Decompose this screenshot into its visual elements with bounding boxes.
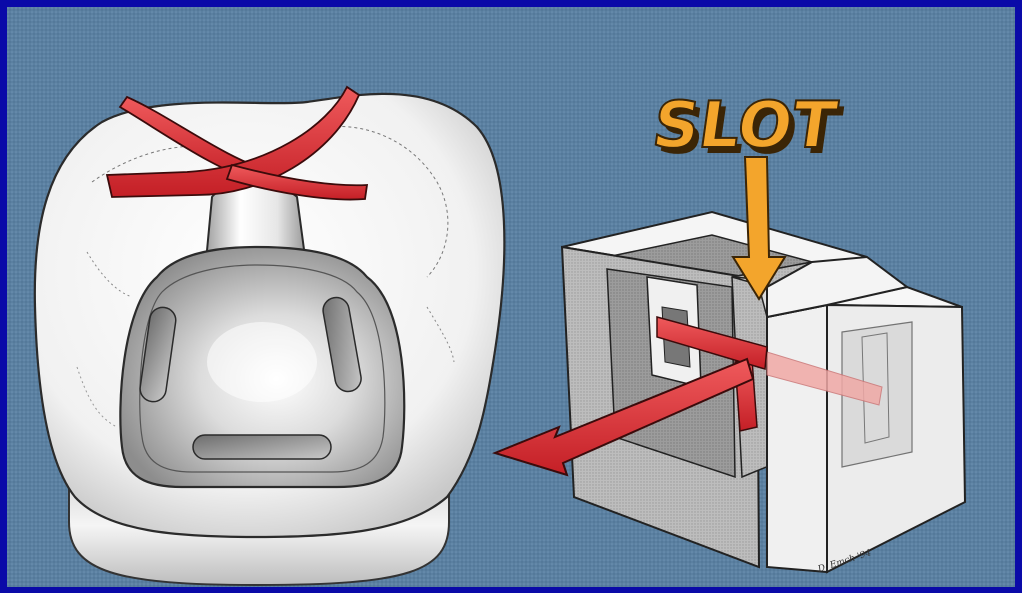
illustration-panel: D. Emch '94 SLOT SLOT (7, 7, 1015, 587)
illustration: D. Emch '94 SLOT SLOT (7, 7, 1015, 587)
tooth-illustration (35, 87, 505, 585)
slot-label-text: SLOT (648, 88, 841, 163)
bracket-groove-bottom (193, 435, 331, 459)
slot-label: SLOT SLOT (648, 88, 846, 169)
block-front-face (767, 305, 827, 572)
